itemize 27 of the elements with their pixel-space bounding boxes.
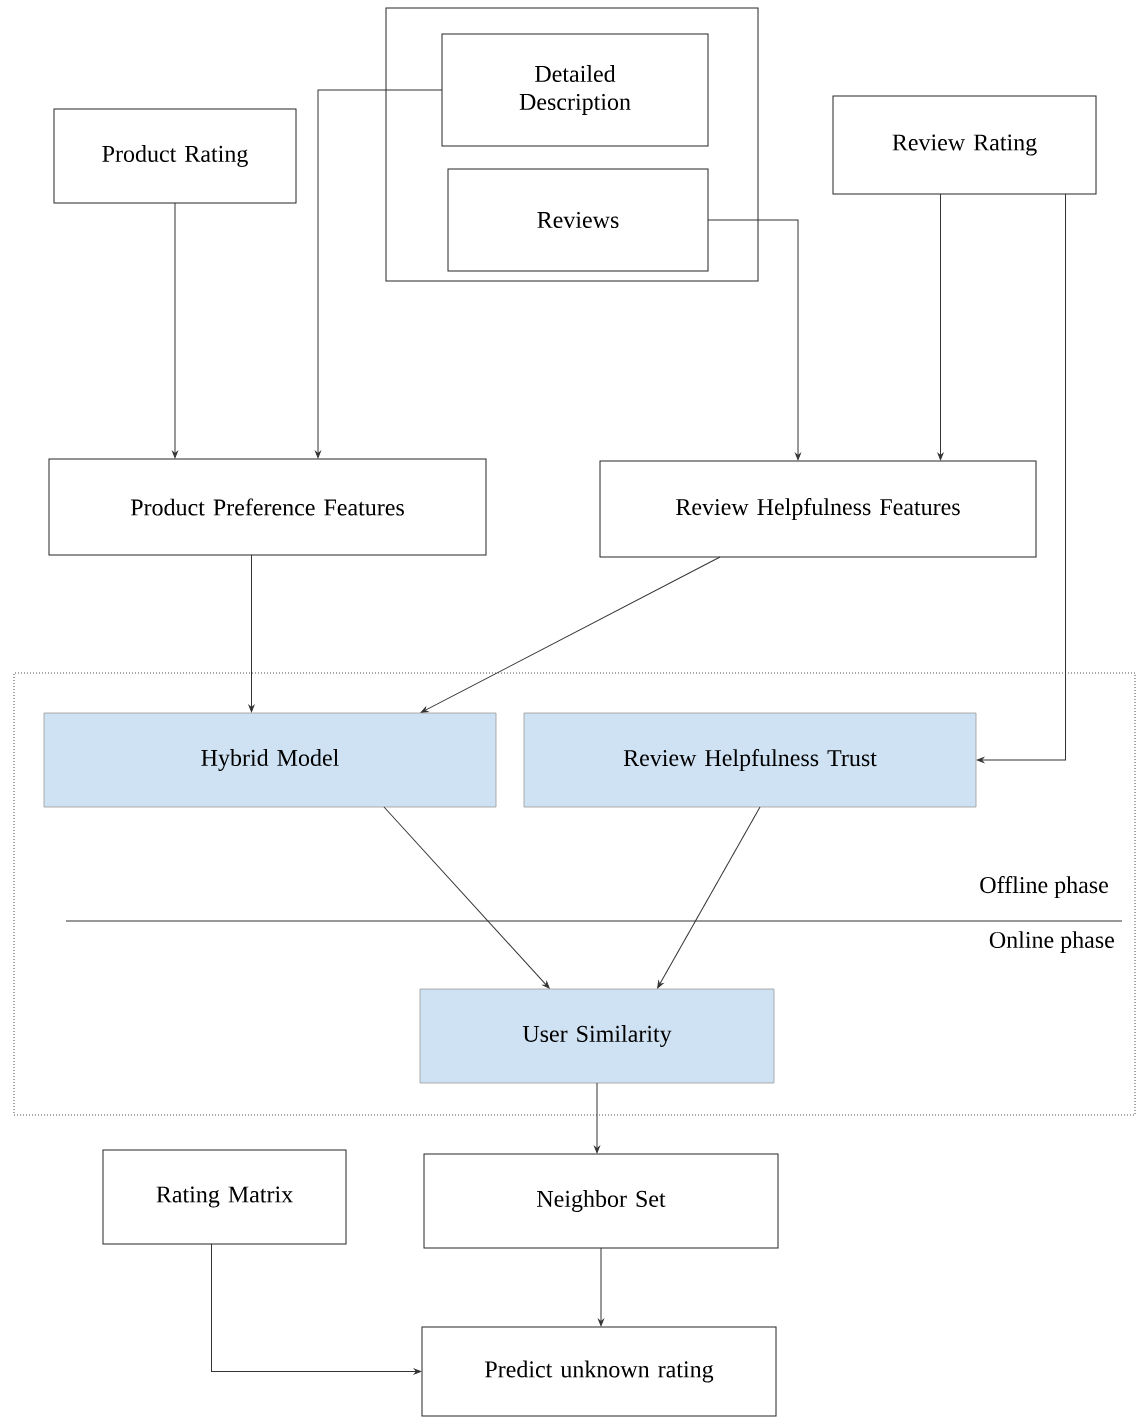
- arrow: [707, 219, 801, 461]
- phase-label: Online phase: [989, 931, 1114, 953]
- arrow: [315, 89, 443, 459]
- process-box: Reviews: [447, 168, 709, 272]
- arrow: [420, 556, 721, 713]
- process-box: Neighbor Set: [423, 1153, 779, 1249]
- arrow: [172, 202, 178, 459]
- process-box: Product Rating: [53, 108, 297, 204]
- process-box: Product Preference Features: [48, 458, 487, 556]
- phase-region: [13, 672, 1136, 1116]
- arrow: [383, 806, 550, 989]
- process-box: Predict unknown rating: [421, 1326, 777, 1417]
- phase-label: Offline phase: [980, 876, 1108, 898]
- process-box: Review Helpfulness Features: [599, 460, 1037, 558]
- arrow: [598, 1247, 604, 1327]
- arrow: [976, 193, 1066, 763]
- process-box: Rating Matrix: [102, 1149, 347, 1245]
- arrow: [657, 806, 761, 989]
- process-box: Detailed Description: [441, 33, 709, 147]
- process-box: Review Rating: [832, 95, 1097, 195]
- arrow: [211, 1243, 422, 1375]
- process-box: Review Helpfulness Trust: [523, 712, 977, 808]
- arrow: [594, 1082, 600, 1154]
- process-box: Hybrid Model: [43, 712, 497, 808]
- process-box: User Similarity: [419, 988, 775, 1084]
- arrow: [248, 554, 255, 713]
- arrow: [937, 193, 944, 461]
